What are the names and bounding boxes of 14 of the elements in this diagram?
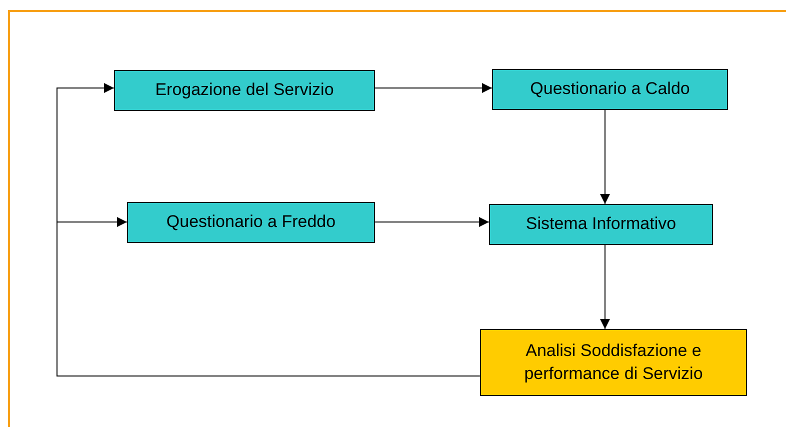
box-label: Questionario a Freddo	[166, 211, 336, 234]
process-box	[480, 329, 747, 396]
process-box	[492, 69, 728, 110]
process-box	[127, 202, 375, 243]
arrow	[600, 110, 610, 204]
box-label: Erogazione del Servizio	[155, 79, 334, 102]
process-box	[489, 204, 713, 245]
process-box	[114, 70, 375, 111]
arrow	[374, 83, 492, 93]
box-label: Questionario a Caldo	[530, 78, 690, 100]
box-label: Analisi Soddisfazione e performance di Servizio	[523, 340, 704, 384]
box-label: Sistema Informativo	[526, 213, 676, 236]
arrow	[600, 244, 610, 330]
arrow	[374, 217, 490, 227]
